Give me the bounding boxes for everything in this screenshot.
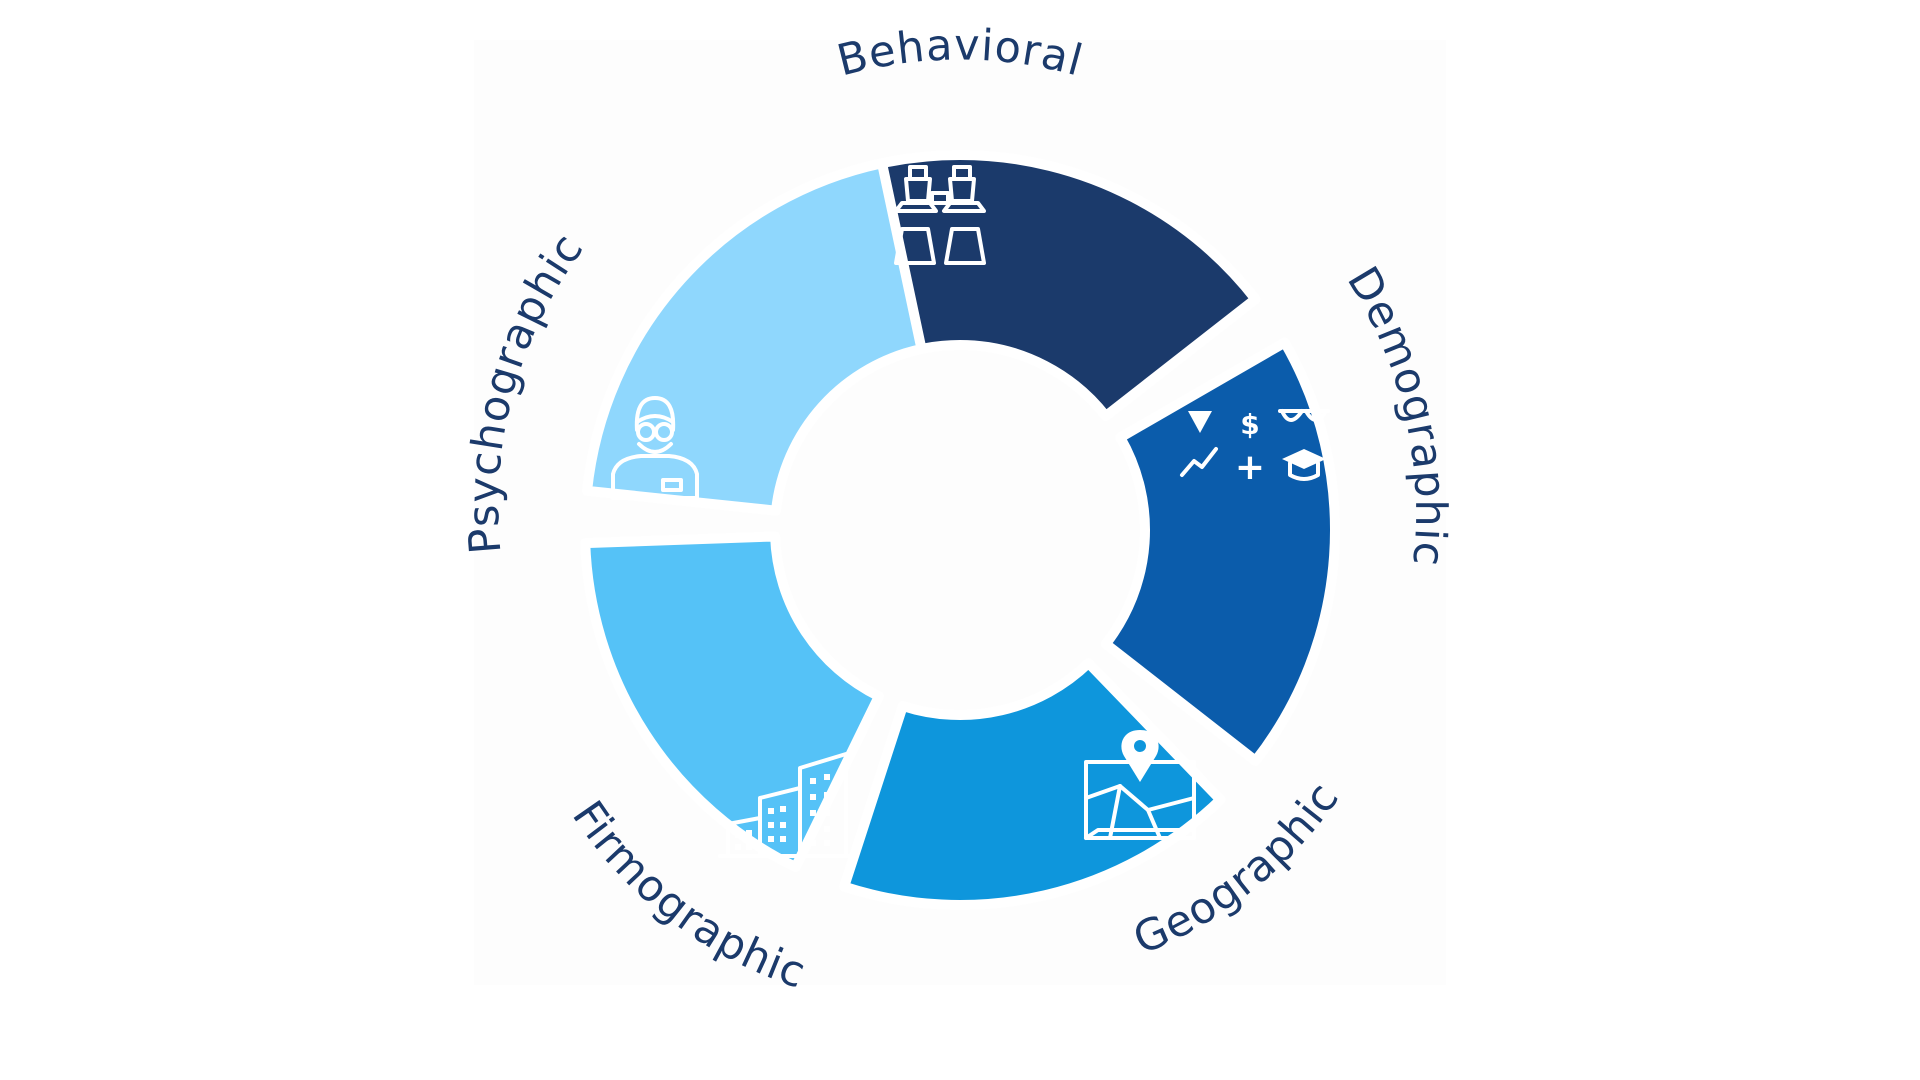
binoculars-icon <box>894 165 986 265</box>
segment-geographic <box>839 658 1226 910</box>
glasses-icon <box>1278 409 1330 422</box>
person-glasses-icon <box>611 396 699 500</box>
segment-psychographic <box>582 158 927 516</box>
map-pin-icon <box>1084 730 1196 840</box>
segments-layer <box>580 150 1340 910</box>
buildings-icon <box>718 752 856 858</box>
plus-icon: + <box>1235 447 1265 488</box>
trend-up-icon <box>1180 447 1218 477</box>
label-psychographic: Psychographic <box>459 224 594 556</box>
label-demographic: Demographic <box>1337 258 1455 568</box>
segment-demographic <box>1100 337 1340 766</box>
label-behavioral: Behavioral <box>832 20 1088 86</box>
graduation-cap-icon <box>1282 449 1326 481</box>
segment-firmographic <box>580 531 884 873</box>
dollar-icon: $ <box>1240 408 1259 441</box>
demographic-stats-icon: $ + <box>1180 408 1330 488</box>
down-triangle-icon <box>1188 411 1212 433</box>
